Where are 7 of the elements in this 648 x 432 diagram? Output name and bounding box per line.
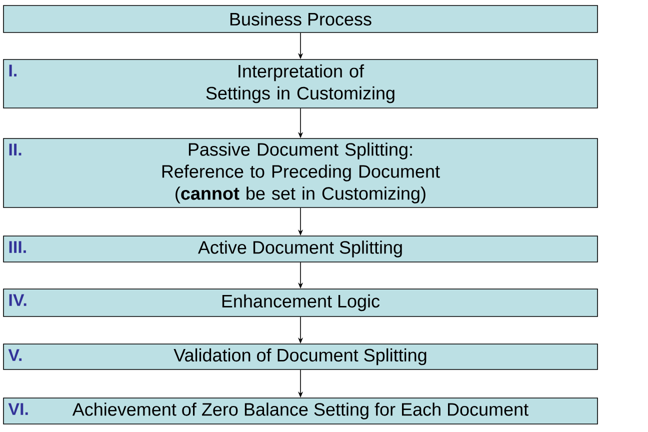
- step-number: VI.: [8, 403, 28, 415]
- step-number: II.: [9, 144, 22, 156]
- step-number: III.: [9, 241, 26, 253]
- step-number: V.: [8, 349, 22, 361]
- step-number: IV.: [9, 294, 26, 306]
- process-box: Business Process: [3, 5, 598, 33]
- step-number: I.: [9, 64, 16, 76]
